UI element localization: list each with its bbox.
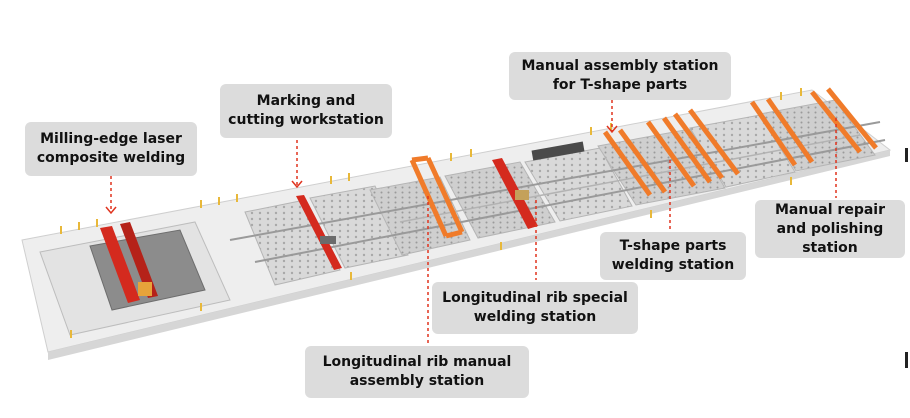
- leader-lines: [110, 100, 837, 346]
- rail-2: [254, 139, 886, 263]
- callout-milling-edge: Milling-edge laser composite welding: [25, 122, 197, 176]
- callout-rib-manual-assembly-line2: assembly station: [349, 373, 485, 389]
- floor-platform-edge: [48, 150, 890, 360]
- callout-t-shape-welding-line2: welding station: [611, 257, 735, 273]
- callout-manual-repair-line3: station: [802, 239, 858, 256]
- cutting-gantry: [296, 195, 342, 270]
- equipment-cabinet: [531, 141, 585, 161]
- callout-rib-special-line2: welding station: [473, 309, 597, 325]
- edge-mark-bottom: [905, 352, 908, 368]
- rib-manual-gantry: [409, 155, 465, 239]
- leader-arrowheads: [105, 125, 618, 215]
- callout-t-shape-welding-line1: T-shape parts: [619, 238, 727, 254]
- callout-manual-repair-line2: and polishing: [776, 220, 884, 237]
- callout-manual-assembly-t-line1: Manual assembly station: [521, 58, 719, 74]
- callout-manual-assembly-t-line2: for T-shape parts: [552, 77, 688, 93]
- callout-rib-manual-assembly-line1: Longitudinal rib manual: [322, 354, 512, 370]
- t-shape-gantries: [602, 108, 740, 197]
- barrier-posts: [60, 88, 802, 338]
- callout-manual-assembly-t: Manual assembly station for T-shape part…: [509, 52, 731, 100]
- callout-marking-cutting-line1: Marking and: [256, 93, 356, 109]
- callout-milling-edge-line2: composite welding: [36, 150, 186, 166]
- callout-marking-cutting-line2: cutting workstation: [228, 112, 384, 128]
- callout-manual-repair: Manual repair and polishing station: [755, 200, 905, 258]
- callout-rib-special-line1: Longitudinal rib special: [442, 290, 628, 306]
- callout-manual-repair-line1: Manual repair: [774, 201, 885, 218]
- callout-rib-special: Longitudinal rib special welding station: [432, 282, 638, 334]
- repair-gantries: [749, 87, 878, 167]
- callout-rib-manual-assembly: Longitudinal rib manual assembly station: [305, 346, 529, 398]
- milling-gantry: [100, 222, 158, 303]
- edge-mark-top: [905, 148, 908, 162]
- callout-t-shape-welding: T-shape parts welding station: [600, 232, 746, 280]
- rail-1: [229, 121, 881, 241]
- callout-marking-cutting: Marking and cutting workstation: [220, 84, 392, 138]
- callout-milling-edge-line1: Milling-edge laser: [40, 131, 182, 147]
- rib-special-gantry: [492, 158, 538, 229]
